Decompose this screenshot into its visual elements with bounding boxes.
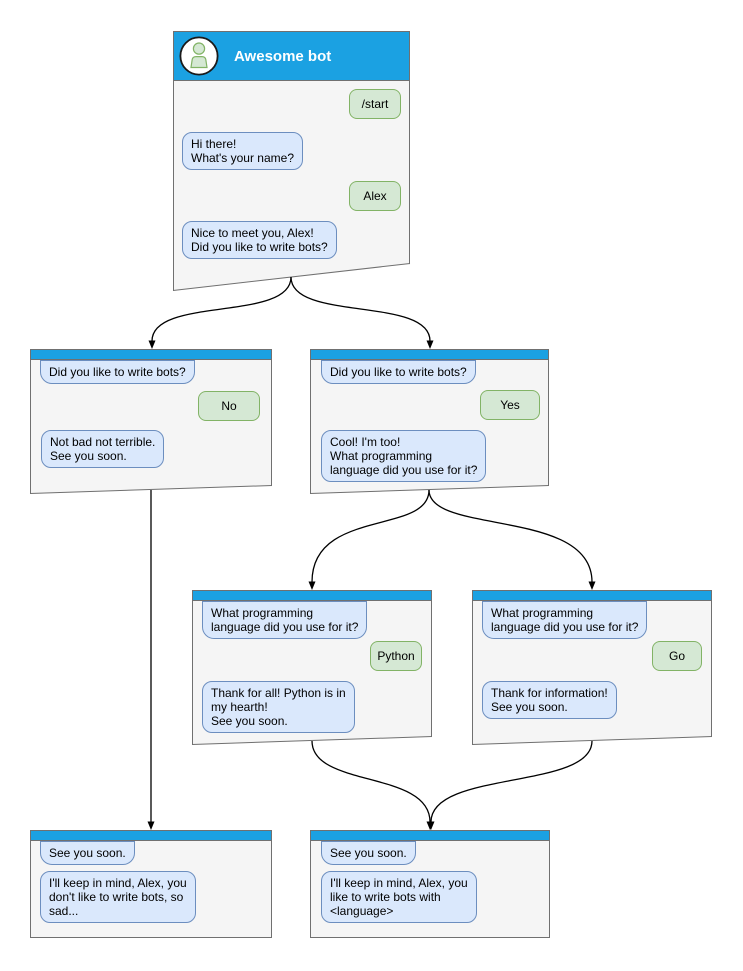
bot-message-bubble: Hi there! What's your name? xyxy=(182,132,304,170)
user-reply-bubble: Yes xyxy=(480,390,540,420)
chat-window-end-yes: See you soon. I'll keep in mind, Alex, y… xyxy=(310,830,550,938)
window-header-strip xyxy=(31,350,271,360)
quoted-question-bubble: See you soon. xyxy=(321,841,416,865)
bot-message-bubble: Not bad not terrible. See you soon. xyxy=(41,430,165,468)
window-header-strip xyxy=(311,350,548,360)
quoted-question-bubble: Did you like to write bots? xyxy=(321,360,476,384)
bot-name: Awesome bot xyxy=(234,47,332,65)
quoted-question-bubble: See you soon. xyxy=(40,841,135,865)
user-reply-bubble: No xyxy=(198,391,260,421)
chat-window-branch-no: Did you like to write bots? No Not bad n… xyxy=(30,349,272,494)
bot-message-bubble: Thank for all! Python is in my hearth! S… xyxy=(202,681,355,733)
bot-avatar-person-icon xyxy=(179,36,219,76)
bot-message-bubble: Cool! I'm too! What programming language… xyxy=(321,430,487,482)
edge-root-to-no xyxy=(148,276,292,349)
chat-window-end-no: See you soon. I'll keep in mind, Alex, y… xyxy=(30,830,272,938)
quoted-question-bubble: Did you like to write bots? xyxy=(40,360,195,384)
edge-go-to-end xyxy=(427,740,593,830)
bot-message-bubble: Nice to meet you, Alex! Did you like to … xyxy=(182,221,337,259)
chat-window-branch-yes: Did you like to write bots? Yes Cool! I'… xyxy=(310,349,549,494)
window-header-strip xyxy=(193,591,431,601)
edge-yes-to-python xyxy=(308,489,430,590)
window-titlebar: Awesome bot xyxy=(174,32,409,81)
user-reply-bubble: Python xyxy=(370,641,422,671)
bot-message-bubble: I'll keep in mind, Alex, you like to wri… xyxy=(321,871,477,923)
window-header-strip xyxy=(31,831,271,841)
user-reply-bubble: Go xyxy=(652,641,702,671)
bot-message-bubble: I'll keep in mind, Alex, you don't like … xyxy=(40,871,196,923)
quoted-question-bubble: What programming language did you use fo… xyxy=(202,601,368,639)
bot-message-bubble: Thank for information! See you soon. xyxy=(482,681,617,719)
chat-window-branch-python: What programming language did you use fo… xyxy=(192,590,432,745)
chat-window-root: Awesome bot /start Hi there! What's your… xyxy=(173,31,410,291)
user-message-bubble: Alex xyxy=(349,181,401,211)
edge-python-to-end xyxy=(311,740,434,830)
chat-window-branch-go: What programming language did you use fo… xyxy=(472,590,712,745)
edge-yes-to-go xyxy=(428,489,596,590)
quoted-question-bubble: What programming language did you use fo… xyxy=(482,601,648,639)
window-header-strip xyxy=(473,591,711,601)
user-message-bubble: /start xyxy=(349,89,401,119)
edge-root-to-yes xyxy=(290,276,434,349)
window-header-strip xyxy=(311,831,549,841)
